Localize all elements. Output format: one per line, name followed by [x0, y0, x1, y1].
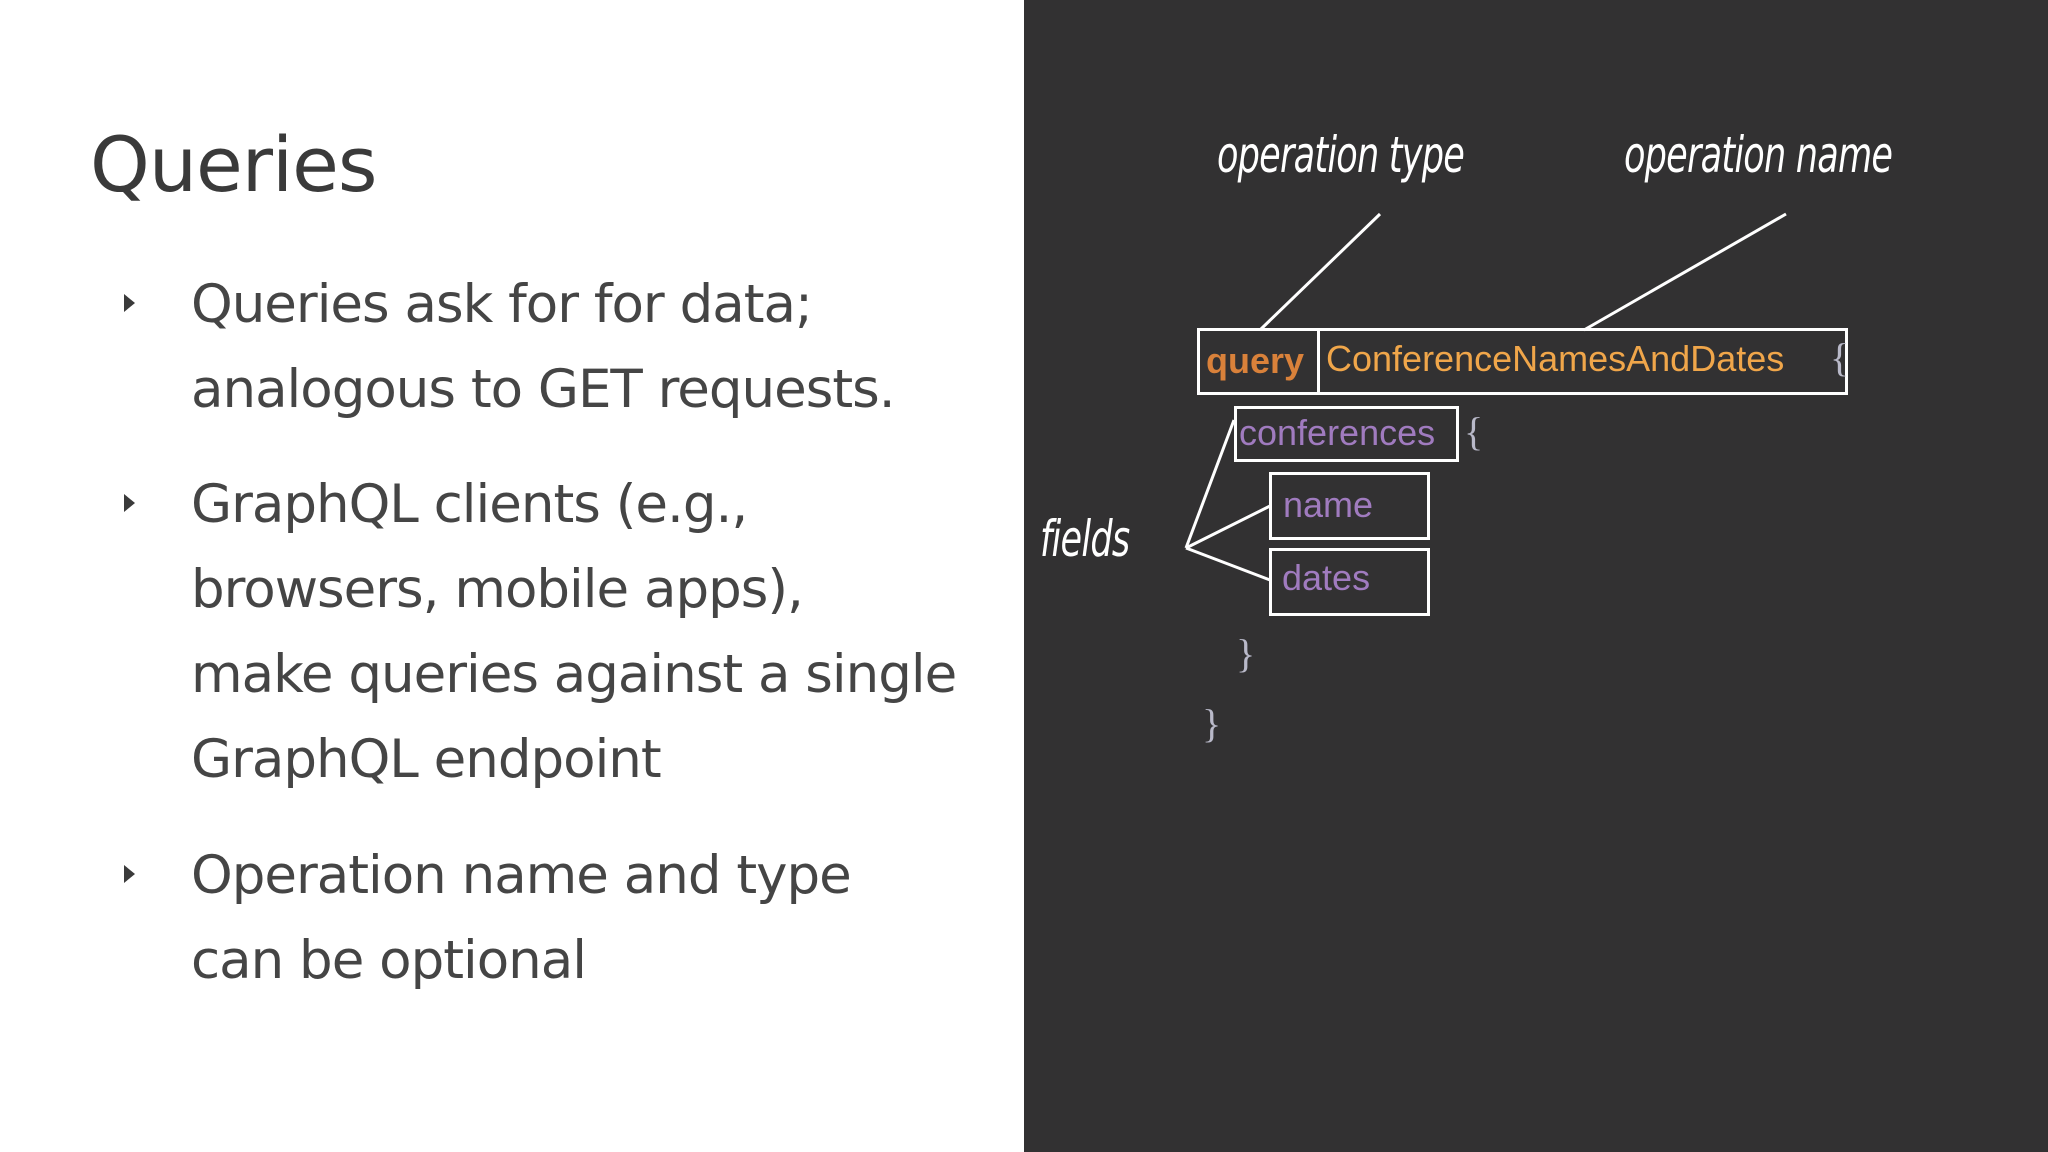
- query-diagram-panel: operation type operation name fields que…: [1024, 0, 2048, 1152]
- name-field: name: [1283, 484, 1374, 525]
- fields-pointer-line-name: [1185, 504, 1271, 550]
- bullet-item: Operation name and type can be optional: [191, 833, 991, 1003]
- inner-close-brace: }: [1236, 631, 1256, 676]
- fields-pointer-line-conferences: [1184, 419, 1236, 549]
- outer-close-brace: }: [1202, 701, 1222, 746]
- bullet-line: Operation name and type: [191, 845, 852, 906]
- bullet-item: Queries ask for for data; analogous to G…: [191, 262, 991, 432]
- name-field-box: [1269, 472, 1430, 540]
- open-brace: {: [1830, 335, 1850, 380]
- bullet-line: can be optional: [191, 930, 587, 991]
- bullet-item: GraphQL clients (e.g., browsers, mobile …: [191, 462, 991, 802]
- operation-name-label: operation name: [1624, 126, 1893, 184]
- bullet-line: analogous to GET requests.: [191, 359, 896, 420]
- bullet-line: browsers, mobile apps),: [191, 559, 804, 620]
- bullet-arrow-icon: [124, 494, 135, 512]
- dates-field: dates: [1282, 557, 1371, 598]
- conferences-field: conferences: [1239, 412, 1436, 453]
- bullet-line: make queries against a single: [191, 644, 957, 705]
- operation-name-text: ConferenceNamesAndDates: [1326, 338, 1785, 379]
- bullet-line: GraphQL endpoint: [191, 729, 662, 790]
- bullet-line: GraphQL clients (e.g.,: [191, 474, 748, 535]
- conferences-open-brace: {: [1464, 409, 1484, 454]
- slide-title: Queries: [90, 120, 377, 209]
- bullet-arrow-icon: [124, 294, 135, 312]
- dates-field-box: [1269, 548, 1430, 616]
- annotation-lines: [1184, 212, 1787, 582]
- slide-text-panel: Queries Queries ask for for data; analog…: [90, 120, 991, 1003]
- bullet-list: Queries ask for for data; analogous to G…: [124, 262, 991, 1003]
- operation-type-box: [1197, 328, 1320, 395]
- operation-type-pointer-line: [1258, 212, 1382, 332]
- operation-name-pointer-line: [1583, 212, 1787, 332]
- fields-label: fields: [1040, 510, 1130, 568]
- query-keyword: query: [1206, 340, 1305, 381]
- fields-pointer-line-dates: [1185, 546, 1271, 582]
- operation-type-label: operation type: [1217, 126, 1465, 184]
- bullet-arrow-icon: [124, 865, 135, 883]
- conferences-field-box: [1234, 406, 1459, 462]
- bullet-line: Queries ask for for data;: [191, 274, 813, 335]
